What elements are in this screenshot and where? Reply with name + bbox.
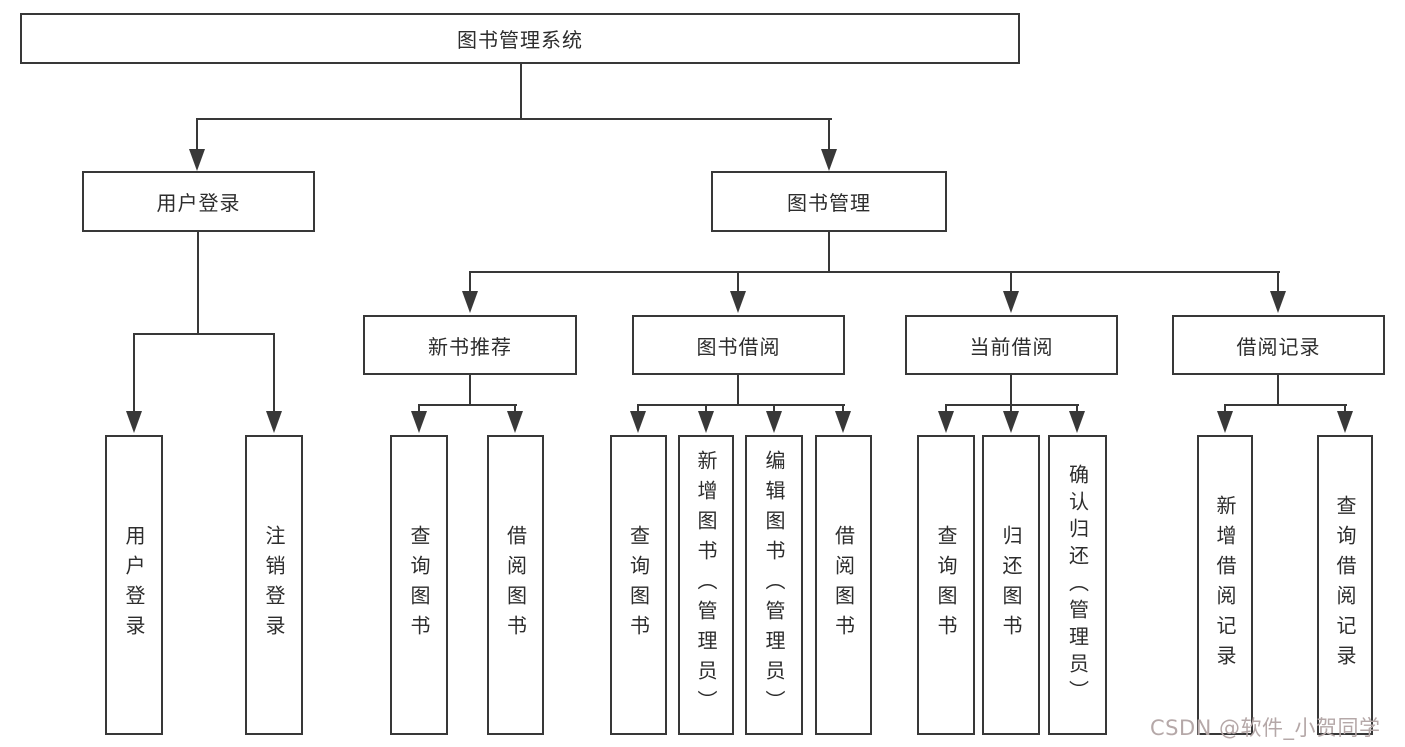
connector-line (945, 404, 1079, 406)
node-leaf-query-record: 查询借阅记录 (1317, 435, 1373, 735)
node-leaf-user-login-label: 用户登录 (122, 525, 146, 645)
arrowhead-down-icon (766, 411, 782, 433)
connector-line (418, 404, 420, 413)
node-book-management-label: 图书管理 (787, 191, 871, 215)
arrowhead-down-icon (189, 149, 205, 171)
connector-line (1224, 404, 1347, 406)
arrowhead-down-icon (126, 411, 142, 433)
csdn-watermark: CSDN @软件_小贺同学 (1150, 716, 1381, 740)
connector-line (273, 333, 275, 413)
node-leaf-user-login: 用户登录 (105, 435, 163, 735)
node-current-borrow-label: 当前借阅 (969, 334, 1054, 359)
arrowhead-down-icon (462, 291, 478, 313)
connector-line (1076, 404, 1078, 413)
node-leaf-return-book: 归还图书 (982, 435, 1040, 735)
arrowhead-down-icon (411, 411, 427, 433)
arrowhead-down-icon (1003, 291, 1019, 313)
connector-line (1344, 404, 1346, 413)
node-leaf-edit-book: 编辑图书（管理员） (745, 435, 803, 735)
node-leaf-confirm-return-label: 确认归还（管理员） (1065, 463, 1090, 707)
connector-line (469, 271, 1280, 273)
node-leaf-query-book-1-label: 查询图书 (407, 525, 431, 645)
arrowhead-down-icon (1270, 291, 1286, 313)
arrowhead-down-icon (266, 411, 282, 433)
node-leaf-confirm-return: 确认归还（管理员） (1048, 435, 1107, 735)
arrowhead-down-icon (507, 411, 523, 433)
connector-line (1277, 271, 1279, 293)
connector-line (1010, 404, 1012, 413)
connector-line (133, 333, 135, 413)
node-leaf-edit-book-label: 编辑图书（管理员） (762, 450, 786, 720)
node-leaf-query-book-2-label: 查询图书 (626, 525, 651, 645)
connector-line (737, 374, 739, 406)
connector-line (1010, 271, 1012, 293)
node-user-login: 用户登录 (82, 171, 315, 232)
node-borrow-records-label: 借阅记录 (1236, 334, 1321, 359)
connector-line (514, 404, 516, 413)
arrowhead-down-icon (1069, 411, 1085, 433)
node-leaf-query-book-3-label: 查询图书 (934, 525, 958, 645)
node-leaf-add-record-label: 新增借阅记录 (1213, 495, 1237, 675)
connector-line (520, 63, 522, 120)
arrowhead-down-icon (821, 149, 837, 171)
node-leaf-query-record-label: 查询借阅记录 (1333, 495, 1357, 675)
connector-line (196, 118, 832, 120)
connector-line (469, 271, 471, 293)
node-book-borrow: 图书借阅 (632, 315, 845, 375)
node-borrow-records: 借阅记录 (1172, 315, 1385, 375)
node-leaf-query-book-2: 查询图书 (610, 435, 667, 735)
arrowhead-down-icon (938, 411, 954, 433)
node-new-book-recommend-label: 新书推荐 (428, 334, 512, 359)
node-leaf-query-book-1: 查询图书 (390, 435, 448, 735)
connector-line (842, 404, 844, 413)
connector-line (945, 404, 947, 413)
arrowhead-down-icon (1217, 411, 1233, 433)
connector-line (1277, 374, 1279, 406)
node-leaf-return-book-label: 归还图书 (999, 525, 1023, 645)
node-leaf-borrow-book-1: 借阅图书 (487, 435, 544, 735)
node-root-label: 图书管理系统 (457, 28, 583, 52)
node-leaf-borrow-book-1-label: 借阅图书 (503, 525, 528, 645)
connector-line (133, 333, 275, 335)
arrowhead-down-icon (730, 291, 746, 313)
connector-line (705, 404, 707, 413)
node-current-borrow: 当前借阅 (905, 315, 1118, 375)
node-root: 图书管理系统 (20, 13, 1020, 64)
node-leaf-logout: 注销登录 (245, 435, 303, 735)
node-leaf-borrow-book-2-label: 借阅图书 (831, 525, 856, 645)
node-leaf-add-book: 新增图书（管理员） (678, 435, 734, 735)
connector-line (196, 118, 198, 151)
arrowhead-down-icon (698, 411, 714, 433)
node-book-borrow-label: 图书借阅 (696, 334, 781, 359)
arrowhead-down-icon (630, 411, 646, 433)
arrowhead-down-icon (1337, 411, 1353, 433)
connector-line (828, 231, 830, 273)
connector-line (1010, 374, 1012, 406)
node-new-book-recommend: 新书推荐 (363, 315, 577, 375)
connector-line (828, 118, 830, 151)
connector-line (197, 231, 199, 335)
connector-line (737, 271, 739, 293)
connector-line (637, 404, 845, 406)
node-leaf-logout-label: 注销登录 (262, 525, 286, 645)
arrowhead-down-icon (835, 411, 851, 433)
arrowhead-down-icon (1003, 411, 1019, 433)
connector-line (1224, 404, 1226, 413)
connector-line (637, 404, 639, 413)
node-leaf-add-record: 新增借阅记录 (1197, 435, 1253, 735)
connector-line (418, 404, 517, 406)
node-leaf-query-book-3: 查询图书 (917, 435, 975, 735)
node-user-login-label: 用户登录 (156, 191, 241, 215)
connector-line (469, 374, 471, 406)
node-leaf-add-book-label: 新增图书（管理员） (694, 450, 718, 720)
connector-line (773, 404, 775, 413)
node-leaf-borrow-book-2: 借阅图书 (815, 435, 872, 735)
node-book-management: 图书管理 (711, 171, 947, 232)
